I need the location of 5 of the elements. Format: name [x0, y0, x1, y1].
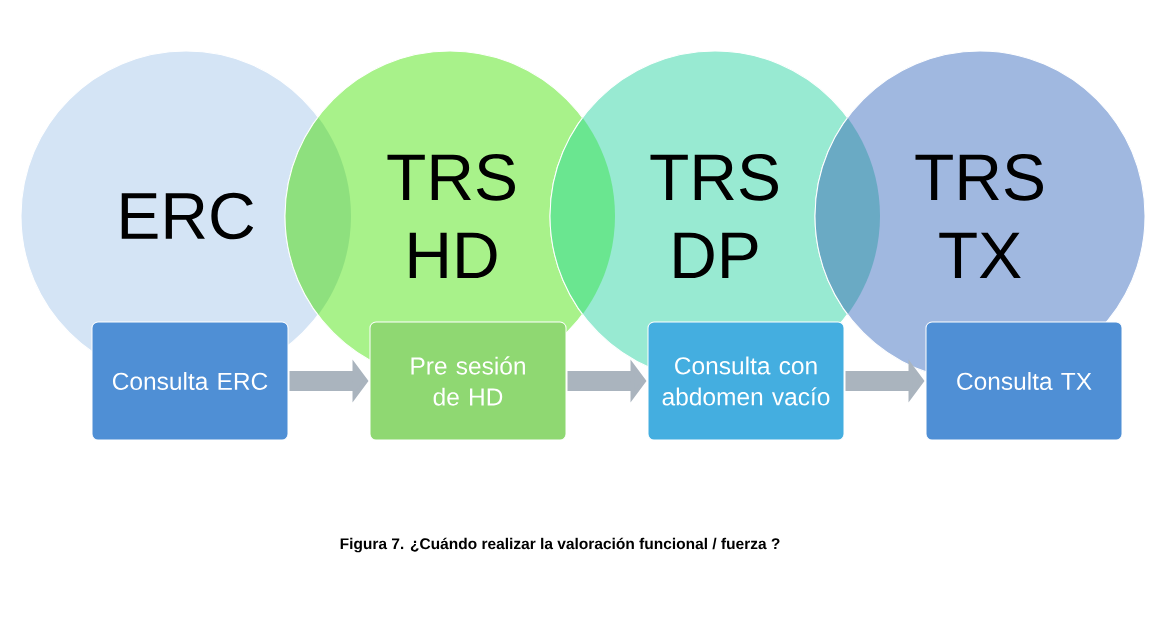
process-box: Consulta con abdomen vacío — [647, 321, 845, 441]
process-box: Consulta ERC — [91, 321, 289, 441]
process-box: Consulta TX — [925, 321, 1123, 441]
process-box: Pre sesión de HD — [369, 321, 567, 441]
caption: Figura 7. ¿Cuándo realizar la valoración funcional / fuerza ? — [340, 537, 780, 553]
